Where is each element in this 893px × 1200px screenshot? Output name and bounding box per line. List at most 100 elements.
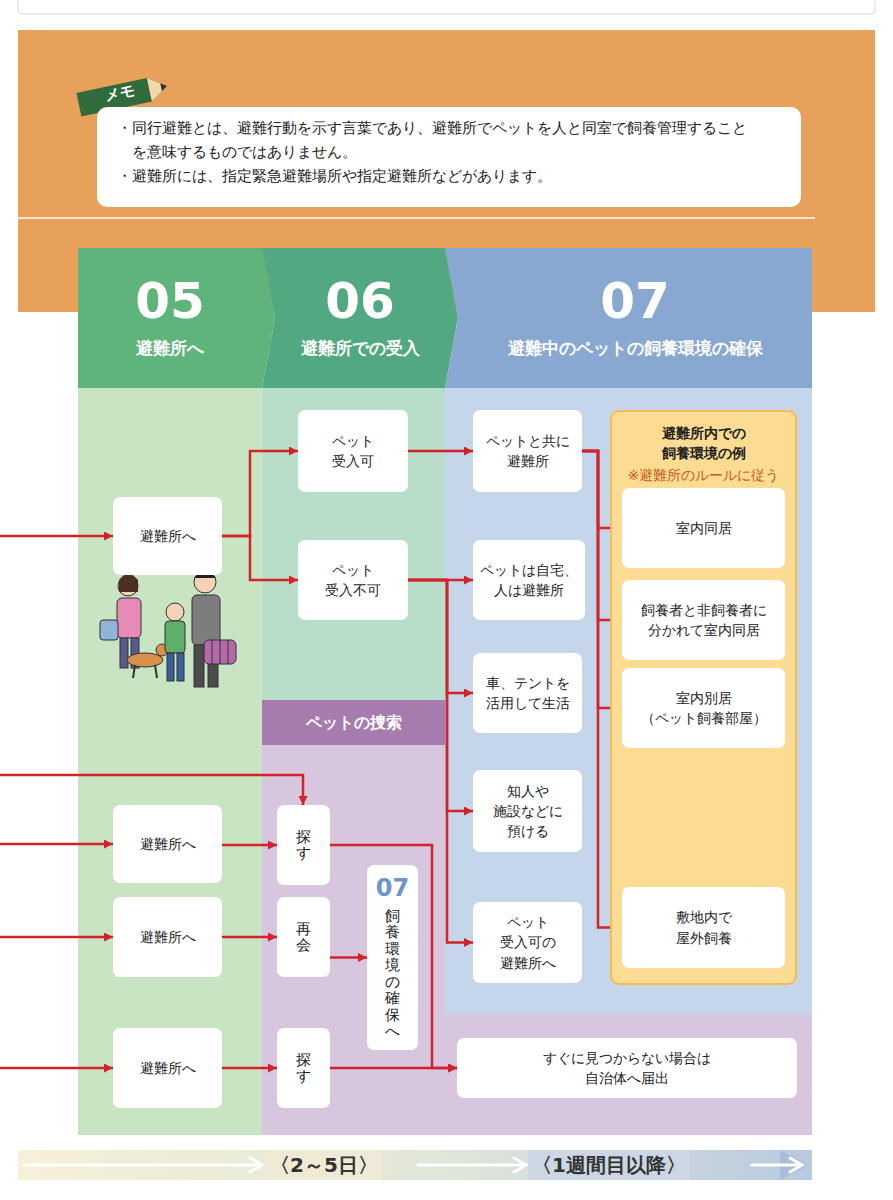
column-header: 07避難中のペットの飼養環境の確保 bbox=[458, 248, 812, 388]
family-illustration-part bbox=[166, 603, 184, 621]
box-label: 室内同居 bbox=[676, 518, 732, 538]
family-illustration-part bbox=[165, 621, 185, 653]
vertical-text: 飼養環境の確保へ bbox=[385, 908, 400, 1040]
box-label: ペットと共に 避難所 bbox=[482, 431, 574, 472]
timeline-label: 〈2～5日〉 bbox=[266, 1150, 382, 1180]
page-frame-part bbox=[18, 0, 875, 14]
vertical-box: 探す bbox=[277, 805, 330, 885]
memo-pencil-part bbox=[147, 74, 170, 101]
incoming-lines-part bbox=[0, 843, 113, 846]
flow-arrow bbox=[408, 580, 473, 811]
box-label: 車、テントを 活用して生活 bbox=[482, 673, 574, 714]
flow-arrow bbox=[408, 450, 473, 453]
vertical-text: 再会 bbox=[296, 921, 311, 954]
box-label: 避難所へ bbox=[140, 1058, 196, 1078]
family-illustration-part bbox=[192, 595, 220, 645]
flow-arrow bbox=[222, 936, 277, 939]
panel-note: ※避難所のルールに従う bbox=[628, 465, 780, 485]
column-grounds-part bbox=[445, 388, 812, 1015]
incoming-lines bbox=[0, 536, 303, 1068]
flow-arrow bbox=[222, 844, 277, 847]
panel-heading: 避難所内での 飼養環境の例 bbox=[644, 424, 764, 463]
column-headers-part bbox=[445, 248, 812, 388]
flow-arrow bbox=[408, 580, 473, 693]
memo-tag: メモ bbox=[99, 80, 140, 107]
process-box: ペットは自宅、 人は避難所 bbox=[473, 540, 585, 620]
box-label: 知人や 施設などに 預ける bbox=[488, 781, 568, 842]
process-box: すぐに見つからない場合は 自治体へ届出 bbox=[457, 1038, 797, 1098]
incoming-lines-part bbox=[0, 936, 113, 939]
vertical-box: 探す bbox=[277, 1028, 330, 1108]
timeline-bar-part-part bbox=[418, 1158, 526, 1172]
family-illustration-part bbox=[228, 640, 229, 664]
family-illustration-part bbox=[120, 638, 128, 668]
incoming-lines-part bbox=[0, 775, 303, 805]
step-title: 避難所へ bbox=[136, 336, 204, 361]
box-label: ペットは自宅、 人は避難所 bbox=[477, 560, 581, 601]
process-box: 知人や 施設などに 預ける bbox=[473, 770, 582, 852]
family-illustration-part bbox=[212, 640, 213, 664]
family-illustration-part bbox=[177, 653, 184, 681]
step-number: 07 bbox=[600, 275, 670, 328]
family-illustration-part bbox=[100, 620, 118, 640]
timeline-bar-part bbox=[18, 1150, 812, 1180]
box-label: 避難所へ bbox=[140, 834, 196, 854]
flow-arrow bbox=[222, 1067, 277, 1070]
box-label: 避難所へ bbox=[140, 526, 196, 546]
page-frame-part bbox=[18, 217, 815, 219]
step-number: 07 bbox=[376, 875, 409, 901]
flow-arrow bbox=[330, 956, 367, 959]
box-label: 室内別居 （ペット飼養部屋） bbox=[634, 688, 774, 729]
column-headers-part bbox=[262, 248, 458, 388]
family-illustration-part bbox=[167, 653, 174, 681]
flow-arrow bbox=[408, 579, 473, 582]
timeline-bar bbox=[18, 1150, 812, 1180]
process-box: 室内同居 bbox=[622, 488, 785, 568]
process-box: 車、テントを 活用して生活 bbox=[473, 653, 582, 733]
family-illustration-part bbox=[155, 665, 157, 678]
family-illustration-part bbox=[117, 598, 141, 638]
incoming-lines-part bbox=[0, 1067, 113, 1070]
band-title: ペットの捜索 bbox=[306, 711, 402, 734]
box-label: 敷地内で 屋外飼養 bbox=[659, 907, 749, 948]
column-grounds-part bbox=[78, 388, 262, 1135]
flow-arrow bbox=[222, 451, 298, 536]
vertical-text: 探す bbox=[296, 1052, 311, 1085]
process-box: 避難所へ bbox=[113, 805, 222, 883]
process-box: ペット 受入可 bbox=[298, 410, 408, 492]
timeline-bar-part-part bbox=[24, 1158, 262, 1172]
search-band: ペットの捜索 bbox=[262, 700, 445, 745]
vertical-box: 07 飼養環境の確保へ bbox=[367, 865, 418, 1050]
column-grounds bbox=[78, 388, 812, 1135]
column-grounds-part bbox=[262, 388, 445, 700]
timeline-label: 〈1週間目以降〉 bbox=[528, 1150, 690, 1180]
flow-arrow bbox=[222, 536, 298, 580]
process-box: 飼養者と非飼養者に 分かれて室内同居 bbox=[622, 580, 785, 660]
process-box: ペットと共に 避難所 bbox=[473, 410, 582, 492]
step-number: 05 bbox=[135, 275, 205, 328]
memo-pencil-part bbox=[160, 82, 168, 91]
column-grounds-part bbox=[445, 1015, 812, 1135]
family-illustration-part bbox=[127, 653, 163, 667]
process-box: 敷地内で 屋外飼養 bbox=[622, 887, 785, 968]
family-illustration-part bbox=[194, 645, 204, 687]
process-box: ペット 受入可の 避難所へ bbox=[473, 902, 582, 983]
column-headers-part bbox=[78, 248, 275, 388]
family-illustration-part bbox=[119, 574, 138, 592]
process-box: 避難所へ bbox=[113, 897, 222, 977]
step-number: 06 bbox=[325, 275, 395, 328]
memo-text: ・同行避難とは、避難行動を示す言葉であり、避難所でペットを人と同室で飼養管理する… bbox=[117, 116, 783, 164]
process-box: 室内別居 （ペット飼養部屋） bbox=[622, 668, 785, 748]
box-label: 避難所へ bbox=[140, 927, 196, 947]
column-grounds-part bbox=[262, 700, 445, 1135]
column-headers bbox=[78, 248, 812, 388]
flow-arrow bbox=[330, 845, 457, 1068]
vertical-box: 再会 bbox=[277, 897, 330, 977]
column-header: 05 避難所へ bbox=[78, 248, 262, 388]
process-box: ペット 受入不可 bbox=[298, 540, 408, 620]
timeline-bar-part-part bbox=[752, 1158, 802, 1172]
box-label: ペット 受入可の 避難所へ bbox=[488, 912, 568, 973]
box-label: ペット 受入不可 bbox=[313, 560, 393, 601]
box-label: 飼養者と非飼養者に 分かれて室内同居 bbox=[634, 600, 774, 641]
